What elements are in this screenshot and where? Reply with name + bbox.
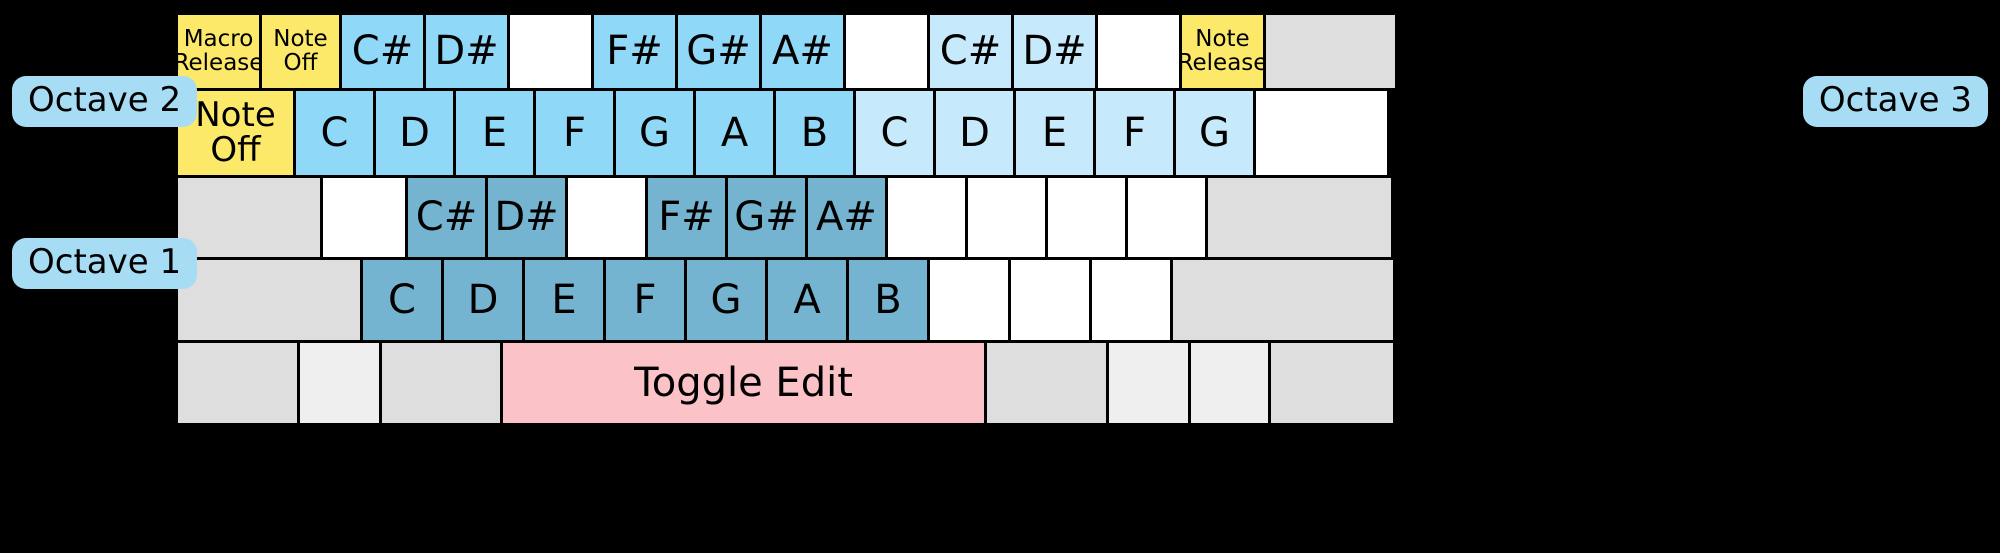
key-blank-7[interactable] <box>888 178 968 257</box>
key-blank-gray-7[interactable] <box>300 343 382 423</box>
key-f-oct2[interactable]: F <box>536 91 616 175</box>
key-f-oct1[interactable]: F <box>606 260 687 340</box>
key-blank-gray-4[interactable] <box>178 260 363 340</box>
key-blank-gray-3[interactable] <box>1208 178 1391 257</box>
key-a-sharp-oct2[interactable]: A# <box>762 15 846 88</box>
key-c-sharp-oct2[interactable]: C# <box>342 15 426 88</box>
key-d-oct3[interactable]: D <box>936 91 1016 175</box>
key-f-oct3[interactable]: F <box>1096 91 1176 175</box>
key-f-sharp-oct2[interactable]: F# <box>594 15 678 88</box>
key-blank-1[interactable] <box>510 15 594 88</box>
key-d-sharp-oct1[interactable]: D# <box>488 178 568 257</box>
key-blank-12[interactable] <box>1011 260 1092 340</box>
octave-2-label: Octave 2 <box>12 76 198 127</box>
key-a-oct1[interactable]: A <box>768 260 849 340</box>
key-b-oct2[interactable]: B <box>776 91 856 175</box>
key-toggle-edit[interactable]: Toggle Edit <box>503 343 987 423</box>
key-blank-5[interactable] <box>323 178 408 257</box>
key-g-sharp-oct1[interactable]: G# <box>728 178 808 257</box>
key-blank-gray-1[interactable] <box>1266 15 1395 88</box>
key-d-sharp-oct2[interactable]: D# <box>426 15 510 88</box>
key-e-oct1[interactable]: E <box>525 260 606 340</box>
key-blank-10[interactable] <box>1128 178 1208 257</box>
key-d-oct1[interactable]: D <box>444 260 525 340</box>
key-blank-9[interactable] <box>1048 178 1128 257</box>
octave-1-label: Octave 1 <box>12 238 198 289</box>
key-blank-gray-9[interactable] <box>987 343 1109 423</box>
key-c-oct1[interactable]: C <box>363 260 444 340</box>
key-c-sharp-oct3[interactable]: C# <box>930 15 1014 88</box>
key-a-oct2[interactable]: A <box>696 91 776 175</box>
key-g-sharp-oct2[interactable]: G# <box>678 15 762 88</box>
key-e-oct2[interactable]: E <box>456 91 536 175</box>
key-blank-gray-2[interactable] <box>178 178 323 257</box>
key-blank-8[interactable] <box>968 178 1048 257</box>
bottom-row: Toggle Edit <box>178 343 1393 423</box>
key-blank-4[interactable] <box>1256 91 1373 175</box>
key-blank-gray-10[interactable] <box>1109 343 1191 423</box>
key-blank-gray-5[interactable] <box>1173 260 1393 340</box>
key-blank-11[interactable] <box>930 260 1011 340</box>
key-g-oct2[interactable]: G <box>616 91 696 175</box>
key-a-sharp-oct1[interactable]: A# <box>808 178 888 257</box>
key-blank-13[interactable] <box>1092 260 1173 340</box>
key-g-oct1[interactable]: G <box>687 260 768 340</box>
key-blank-gray-8[interactable] <box>382 343 503 423</box>
key-c-oct3[interactable]: C <box>856 91 936 175</box>
key-d-sharp-oct3[interactable]: D# <box>1014 15 1098 88</box>
key-e-oct3[interactable]: E <box>1016 91 1096 175</box>
key-blank-2[interactable] <box>846 15 930 88</box>
key-c-oct2[interactable]: C <box>296 91 376 175</box>
key-f-sharp-oct1[interactable]: F# <box>648 178 728 257</box>
octave1-sharps-row: C#D# F#G#A# <box>178 178 1391 260</box>
key-blank-gray-6[interactable] <box>178 343 300 423</box>
octave-3-label: Octave 3 <box>1802 76 1988 127</box>
key-blank-3[interactable] <box>1098 15 1182 88</box>
key-blank-6[interactable] <box>568 178 648 257</box>
key-blank-gray-12[interactable] <box>1271 343 1393 423</box>
key-blank-gray-11[interactable] <box>1191 343 1271 423</box>
key-d-oct2[interactable]: D <box>376 91 456 175</box>
key-c-sharp-oct1[interactable]: C# <box>408 178 488 257</box>
key-b-oct1[interactable]: B <box>849 260 930 340</box>
key-g-oct3[interactable]: G <box>1176 91 1256 175</box>
